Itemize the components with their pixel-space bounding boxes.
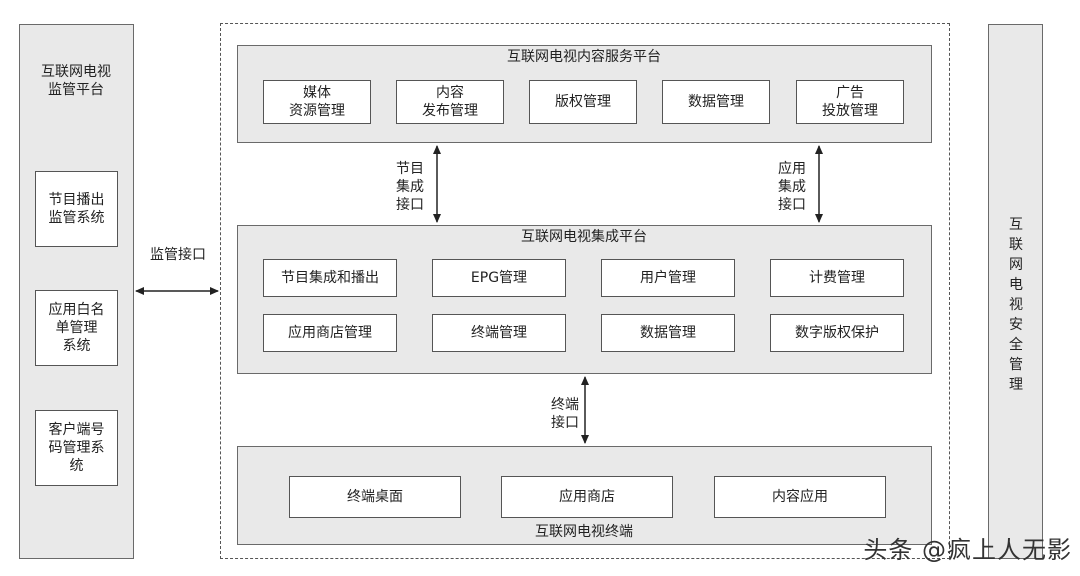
data-management-box-content: 数据管理 (662, 80, 770, 124)
epg-management-box: EPG管理 (432, 259, 566, 297)
copyright-management-box: 版权管理 (529, 80, 637, 124)
content-application-box: 内容应用 (714, 476, 886, 518)
ad-placement-management-box: 广告 投放管理 (796, 80, 904, 124)
watermark: 头条 @疯上人无影 (863, 536, 1072, 564)
internet-tv-terminal-title: 互联网电视终端 (535, 524, 633, 540)
data-management-box-integration: 数据管理 (601, 314, 735, 352)
integration-platform-title: 互联网电视集成平台 (521, 229, 647, 245)
app-store-box: 应用商店 (501, 476, 673, 518)
app-store-management-box: 应用商店管理 (263, 314, 397, 352)
media-resource-management-box: 媒体 资源管理 (263, 80, 371, 124)
program-integration-interface-label: 节目 集成 接口 (396, 161, 424, 213)
supervision-interface-label: 监管接口 (150, 247, 206, 263)
terminal-desktop-box: 终端桌面 (289, 476, 461, 518)
app-whitelist-management-box: 应用白名 单管理 系统 (35, 290, 118, 366)
content-service-platform-title: 互联网电视内容服务平台 (507, 49, 661, 65)
terminal-management-box: 终端管理 (432, 314, 566, 352)
content-service-platform-panel: 互联网电视内容服务平台 媒体 资源管理 内容 发布管理 版权管理 数据管理 广告… (237, 45, 932, 143)
security-management-panel: 互联网电视安全管理 (988, 24, 1043, 559)
content-publishing-management-box: 内容 发布管理 (396, 80, 504, 124)
user-management-box: 用户管理 (601, 259, 735, 297)
internet-tv-terminal-panel: 终端桌面 应用商店 内容应用 互联网电视终端 (237, 446, 932, 545)
client-number-management-box: 客户端号 码管理系 统 (35, 410, 118, 486)
internet-tv-system-boundary (220, 23, 950, 559)
billing-management-box: 计费管理 (770, 259, 904, 297)
digital-rights-protection-box: 数字版权保护 (770, 314, 904, 352)
integration-platform-panel: 互联网电视集成平台 节目集成和播出 EPG管理 用户管理 计费管理 应用商店管理… (237, 225, 932, 374)
terminal-interface-label: 终端 接口 (551, 397, 579, 431)
program-broadcast-monitoring-box: 节目播出 监管系统 (35, 171, 118, 247)
app-integration-interface-label: 应用 集成 接口 (778, 161, 806, 213)
supervision-platform-title: 互联网电视 监管平台 (41, 64, 111, 98)
program-integration-broadcast-box: 节目集成和播出 (263, 259, 397, 297)
supervision-platform-panel: 互联网电视 监管平台 节目播出 监管系统 应用白名 单管理 系统 客户端号 码管… (19, 24, 134, 559)
security-management-title: 互联网电视安全管理 (1009, 217, 1023, 393)
